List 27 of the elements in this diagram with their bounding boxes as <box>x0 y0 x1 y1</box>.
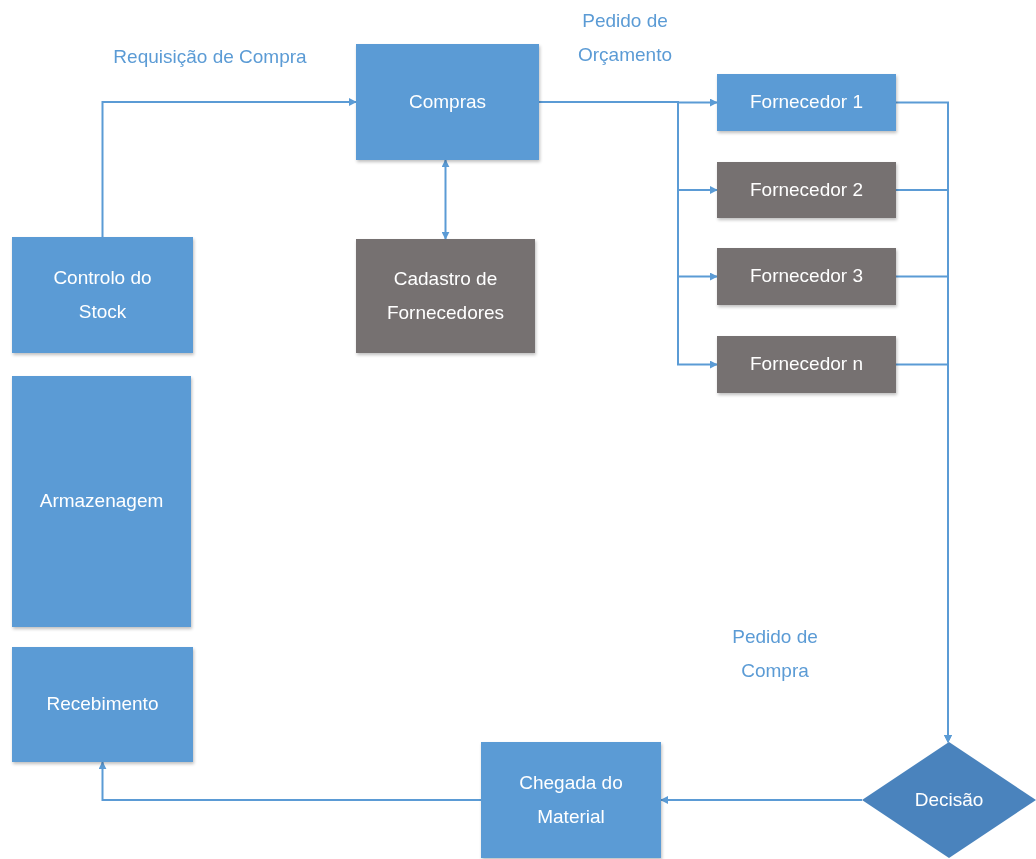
process-box <box>717 74 896 131</box>
node-label: Compras <box>408 89 487 114</box>
node-label: Decisão <box>914 787 984 812</box>
process-box <box>717 336 896 393</box>
node-label: Fornecedor 3 <box>750 264 863 289</box>
arrow <box>895 363 952 743</box>
node-label: Fornecedor 2 <box>750 177 863 202</box>
node-label: Fornecedor 1 <box>750 90 863 115</box>
node-label: Fornecedor n <box>750 352 863 377</box>
process-box <box>356 44 539 160</box>
process-box <box>12 237 193 353</box>
arrow <box>101 98 357 238</box>
node-label: Chegada do Material <box>518 770 624 829</box>
arrow <box>660 796 863 804</box>
node-label: Cadastro de Fornecedores <box>385 266 506 325</box>
process-box <box>12 647 193 762</box>
process-box <box>717 248 896 305</box>
node-label: Controlo do Stock <box>52 265 153 324</box>
decision-diamond <box>862 742 1036 858</box>
node-label: Recebimento <box>46 692 159 717</box>
process-box <box>12 376 191 627</box>
process-box <box>356 239 535 353</box>
node-label: Armazenagem <box>39 489 164 514</box>
arrow <box>441 159 450 240</box>
process-box <box>481 742 661 858</box>
arrow <box>98 761 482 801</box>
process-box <box>717 162 896 218</box>
